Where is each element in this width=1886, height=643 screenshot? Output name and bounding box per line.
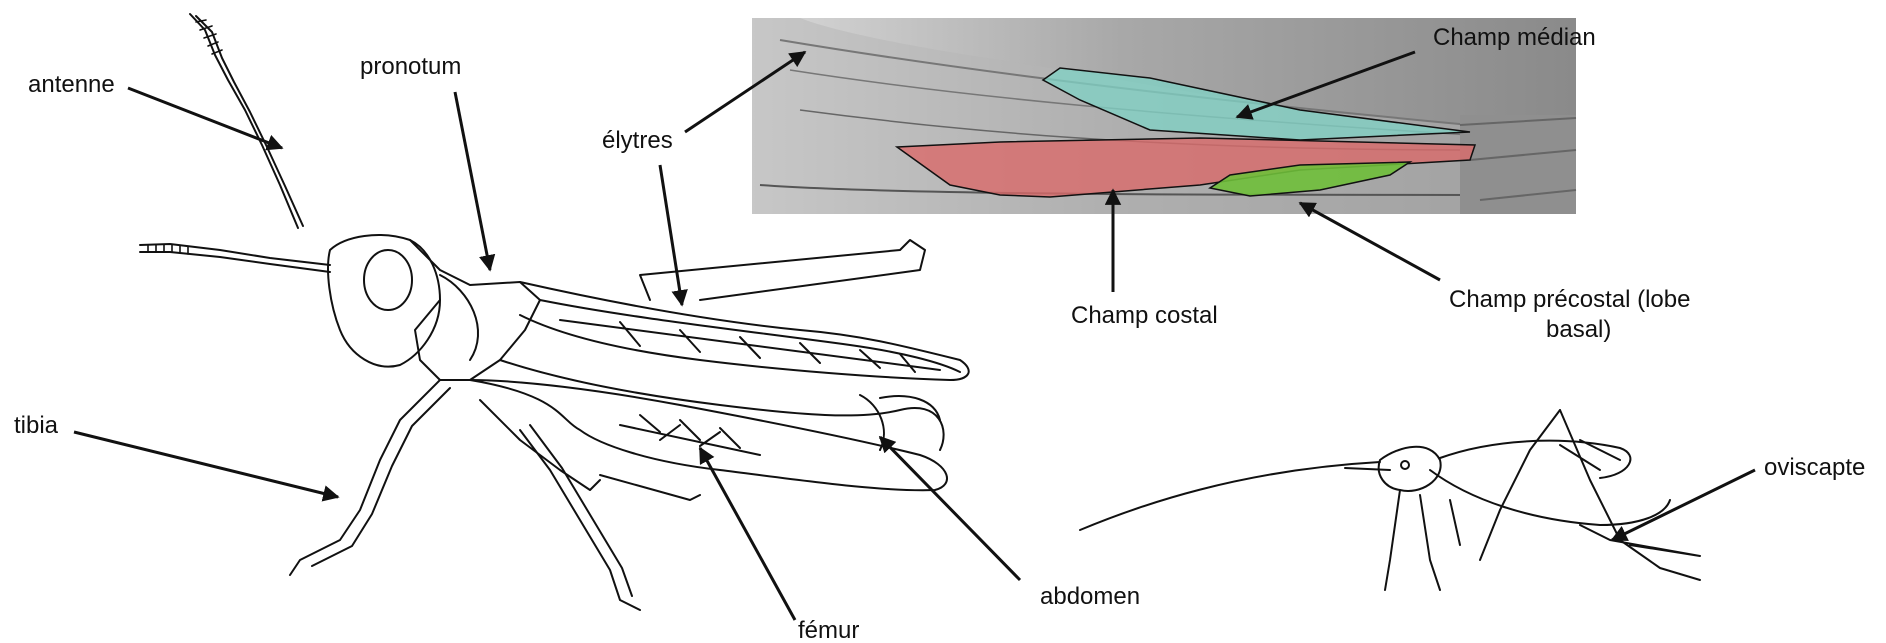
arrow-pronotum	[455, 92, 490, 270]
arrow-abdomen	[880, 437, 1020, 580]
label-champ-precostal-1: Champ précostal (lobe	[1449, 286, 1690, 313]
arrow-elytres-drawing	[660, 165, 682, 305]
label-elytres: élytres	[602, 127, 673, 154]
label-femur: fémur	[798, 617, 859, 643]
label-tibia: tibia	[14, 412, 59, 439]
label-champ-median: Champ médian	[1433, 24, 1596, 51]
label-pronotum: pronotum	[360, 53, 461, 80]
arrow-champ-precostal	[1300, 203, 1440, 280]
label-antenne: antenne	[28, 71, 115, 98]
katydid-drawing-icon	[1080, 410, 1700, 590]
label-oviscapte: oviscapte	[1764, 454, 1865, 481]
arrow-tibia	[74, 432, 338, 497]
label-champ-precostal-2: basal)	[1546, 316, 1611, 343]
label-abdomen: abdomen	[1040, 583, 1140, 610]
arrow-antenne	[128, 88, 282, 148]
arrow-oviscapte	[1612, 470, 1755, 540]
label-champ-costal: Champ costal	[1071, 302, 1218, 329]
